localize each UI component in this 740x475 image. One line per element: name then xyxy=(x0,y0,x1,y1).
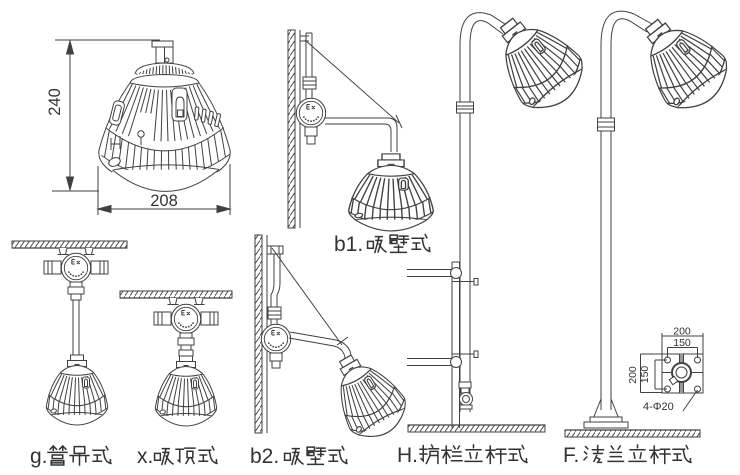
svg-text:150: 150 xyxy=(673,337,691,349)
svg-text:200: 200 xyxy=(673,326,691,338)
svg-text:b2.: b2. xyxy=(250,445,279,468)
svg-text:g.: g. xyxy=(30,445,48,468)
svg-text:200: 200 xyxy=(627,366,639,384)
svg-text:208: 208 xyxy=(150,192,178,210)
svg-text:b1.: b1. xyxy=(334,233,363,256)
svg-text:4-Φ20: 4-Φ20 xyxy=(643,401,674,413)
svg-text:240: 240 xyxy=(46,88,64,116)
svg-text:F.: F. xyxy=(563,444,579,467)
svg-text:H.: H. xyxy=(397,444,418,467)
svg-text:x.: x. xyxy=(137,445,153,468)
svg-text:150: 150 xyxy=(639,366,651,384)
